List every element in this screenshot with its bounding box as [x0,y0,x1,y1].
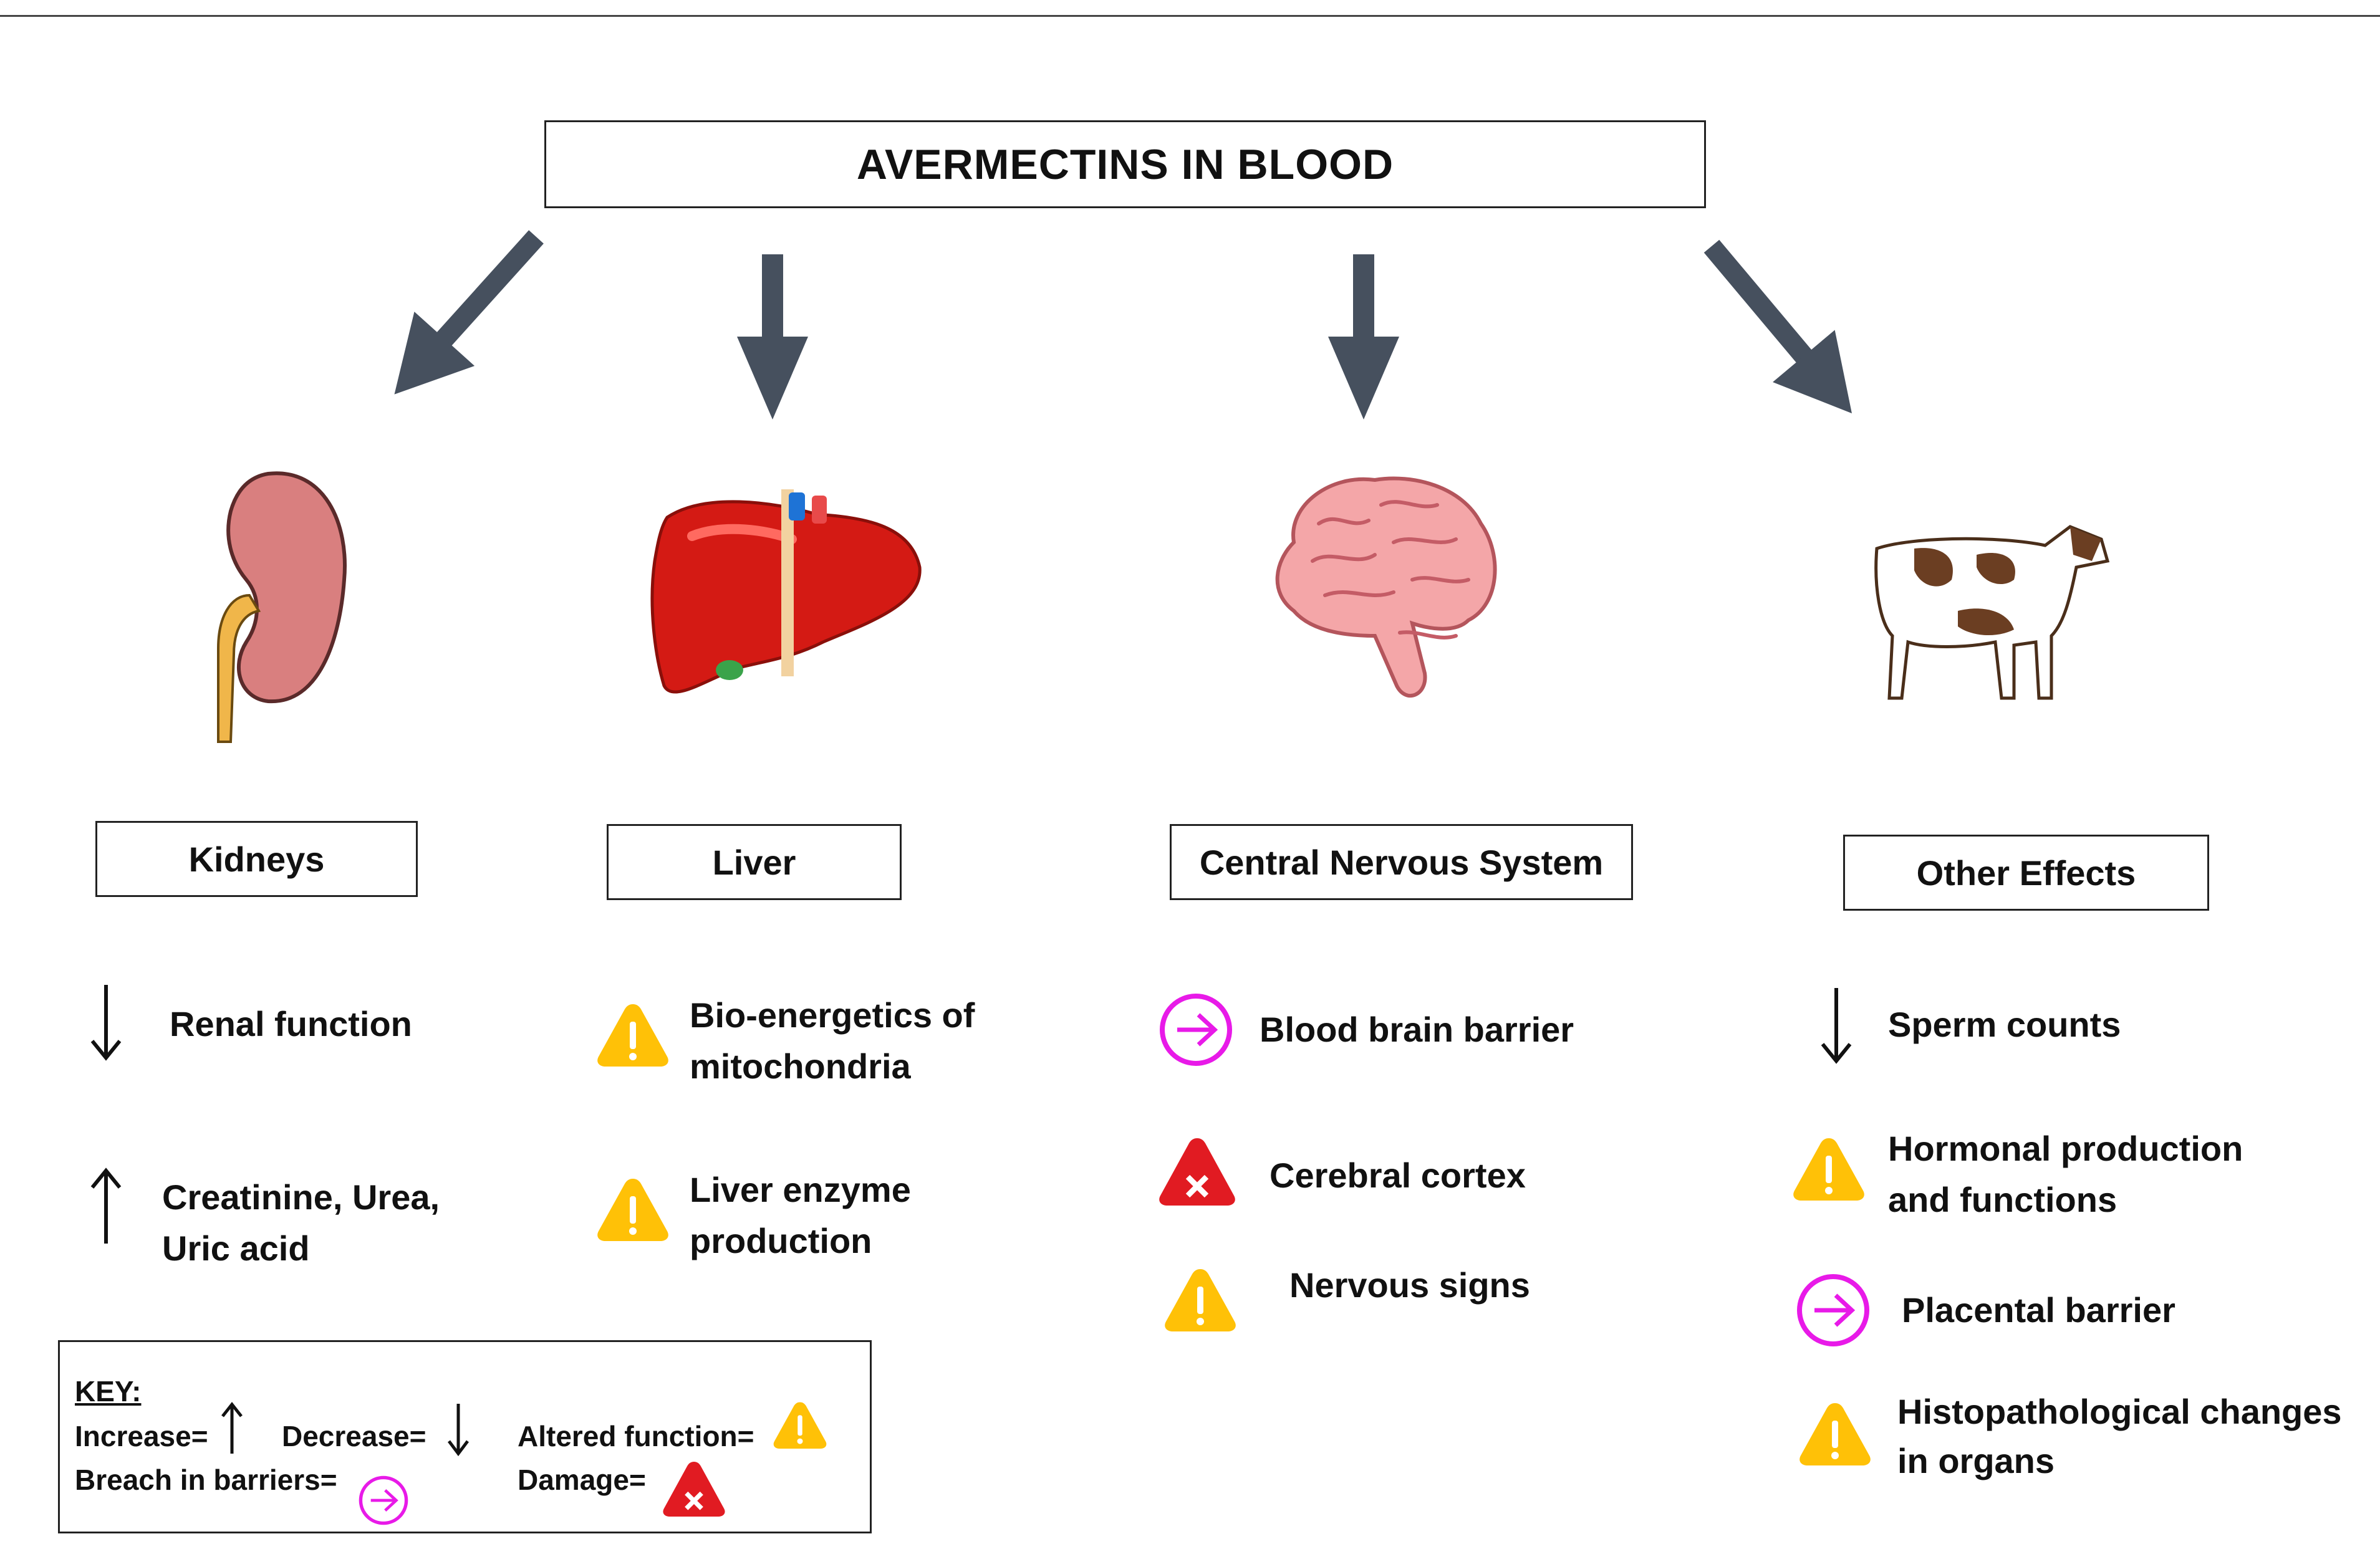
item-bioenergetics-line2: mitochondria [690,1047,911,1086]
arrow-to-cns [1328,254,1399,420]
decrease-arrow-icon [448,1404,469,1457]
key-increase-label: Increase= [75,1420,208,1452]
item-blood-brain-barrier: Blood brain barrier [1260,1010,1574,1049]
increase-arrow-icon [221,1401,243,1454]
altered-function-icon [1799,1403,1871,1465]
item-liver-enzyme-line2: production [690,1221,872,1260]
key-altered-label: Altered function= [518,1420,754,1452]
damage-icon [663,1461,725,1517]
arrow-to-kidneys [394,230,544,395]
item-renal-function: Renal function [170,1004,412,1043]
cow-icon [1874,525,2110,700]
key-decrease-label: Decrease= [282,1420,426,1452]
brain-icon [1275,476,1497,698]
category-liver: Liver [607,824,902,900]
increase-arrow-icon [90,1168,122,1244]
item-liver-enzyme-line1: Liver enzyme [690,1170,911,1209]
item-placental-barrier: Placental barrier [1902,1290,2175,1330]
altered-function-icon [1165,1269,1236,1331]
category-kidneys: Kidneys [95,821,418,897]
item-bioenergetics-line1: Bio-energetics of [690,995,975,1035]
diagram-title: AVERMECTINS IN BLOOD [544,120,1706,208]
item-hormonal-line1: Hormonal production [1888,1129,2243,1168]
kidney-icon [217,471,347,743]
arrow-to-other-effects [1703,239,1852,414]
category-cns: Central Nervous System [1170,824,1633,900]
liver-icon [650,489,922,694]
item-cerebral-cortex: Cerebral cortex [1269,1156,1526,1195]
legend-key-box [58,1340,872,1533]
key-damage-label: Damage= [518,1464,646,1496]
breach-barrier-icon [359,1475,408,1525]
altered-function-icon [1793,1138,1864,1201]
category-other-effects: Other Effects [1843,835,2209,911]
decrease-arrow-icon [90,985,122,1061]
damage-icon [1159,1138,1235,1206]
altered-function-icon [597,1004,668,1067]
item-nervous-signs: Nervous signs [1289,1265,1530,1305]
breach-barrier-icon [1797,1274,1869,1346]
breach-barrier-icon [1160,994,1232,1066]
altered-function-icon [773,1402,827,1449]
item-sperm-counts: Sperm counts [1888,1005,2121,1044]
arrow-to-liver [737,254,808,420]
key-breach-label: Breach in barriers= [75,1464,337,1496]
key-heading: KEY: [75,1375,142,1408]
item-hormonal-line2: and functions [1888,1180,2117,1219]
item-creatinine-line2: Uric acid [162,1229,310,1268]
item-histopathological-line1: Histopathological changes [1897,1392,2342,1431]
item-creatinine-line1: Creatinine, Urea, [162,1177,440,1217]
altered-function-icon [597,1179,668,1241]
item-histopathological-line2: in organs [1897,1441,2055,1480]
decrease-arrow-icon [1821,988,1852,1064]
top-rule [0,15,2380,17]
